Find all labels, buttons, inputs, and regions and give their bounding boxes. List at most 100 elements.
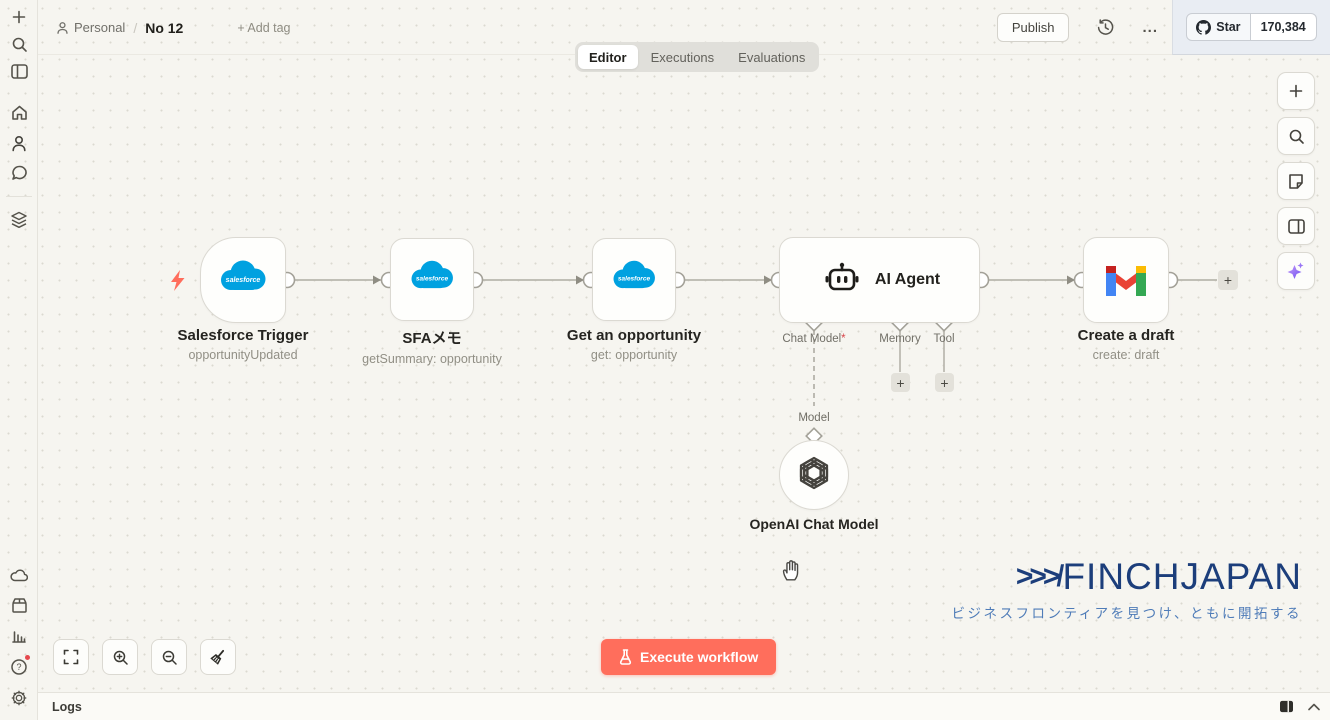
model-port-label: Model	[798, 412, 830, 424]
gmail-icon	[1102, 259, 1150, 302]
help-icon[interactable]: ?	[7, 655, 31, 679]
tab-executions[interactable]: Executions	[650, 49, 715, 65]
notification-dot	[25, 655, 30, 660]
layers-icon[interactable]	[7, 208, 31, 232]
star-count: 170,384	[1250, 13, 1317, 41]
chevron-up-icon[interactable]	[1308, 703, 1320, 711]
node-openai-chat-model[interactable]	[779, 440, 849, 510]
search-nodes-button[interactable]	[1277, 117, 1315, 155]
node-title: Get an opportunity	[566, 327, 702, 344]
add-node-button[interactable]	[1277, 72, 1315, 110]
chat-icon[interactable]	[7, 161, 31, 185]
node-ai-agent[interactable]: AI Agent	[779, 237, 980, 323]
panel-left-icon[interactable]	[7, 59, 31, 83]
node-title: Create a draft	[1077, 327, 1175, 344]
tidy-up-icon	[210, 649, 225, 665]
node-get-opportunity[interactable]: salesforce	[592, 238, 676, 321]
workflow-title[interactable]: No 12	[145, 19, 184, 36]
finchjapan-branding: >>≯ FINCHJAPAN ビジネスフロンティアを見つけ、ともに開拓する	[951, 556, 1302, 622]
node-subtitle: getSummary: opportunity	[362, 352, 502, 366]
trigger-bolt-icon	[170, 270, 186, 297]
workspace-crumb[interactable]: Personal	[56, 20, 125, 35]
robot-icon	[823, 262, 861, 299]
zoom-in-icon	[113, 650, 128, 665]
add-next-node-button[interactable]: +	[1218, 270, 1238, 290]
execute-workflow-label: Execute workflow	[640, 649, 759, 665]
zoom-out-icon	[162, 650, 177, 665]
tab-evaluations[interactable]: Evaluations	[738, 49, 806, 65]
salesforce-icon: salesforce	[214, 257, 272, 304]
node-sfa-memo[interactable]: salesforce	[390, 238, 474, 321]
add-tag-button[interactable]: + Add tag	[237, 20, 291, 35]
brand-name: FINCHJAPAN	[1062, 556, 1302, 597]
zoom-in-button[interactable]	[102, 639, 138, 675]
svg-text:?: ?	[16, 662, 21, 672]
sidebar-divider	[6, 196, 32, 197]
node-subtitle: get: opportunity	[590, 348, 678, 362]
more-options-icon[interactable]: ...	[1142, 19, 1158, 36]
insights-icon[interactable]	[7, 624, 31, 648]
fit-view-icon	[63, 649, 79, 665]
brand-arrows: >>≯	[1015, 560, 1061, 593]
node-create-draft[interactable]	[1083, 237, 1169, 323]
svg-text:salesforce: salesforce	[618, 276, 651, 283]
svg-text:salesforce: salesforce	[416, 276, 449, 283]
add-memory-button[interactable]: +	[891, 373, 910, 392]
panel-right-button[interactable]	[1277, 207, 1315, 245]
gear-icon[interactable]	[7, 686, 31, 710]
breadcrumb-separator: /	[133, 19, 138, 36]
ai-assistant-button[interactable]	[1277, 252, 1315, 290]
node-title: Salesforce Trigger	[177, 327, 309, 344]
flask-icon	[619, 649, 632, 665]
user-icon	[57, 21, 68, 34]
logs-label: Logs	[52, 699, 82, 714]
plus-icon[interactable]	[7, 5, 31, 29]
logs-bar[interactable]: Logs	[38, 692, 1330, 720]
agent-port-memory: Memory	[879, 333, 921, 345]
openai-icon	[793, 452, 835, 499]
package-icon[interactable]	[7, 593, 31, 617]
required-marker: *	[841, 333, 846, 345]
view-tabs: Editor Executions Evaluations	[575, 42, 820, 72]
user-icon[interactable]	[7, 131, 31, 155]
execute-workflow-button[interactable]: Execute workflow	[601, 639, 777, 675]
node-caption: SFAメモ getSummary: opportunity	[362, 327, 502, 366]
workspace-label: Personal	[74, 20, 126, 35]
header-actions: Publish ...	[996, 0, 1158, 55]
breadcrumb: Personal / No 12 + Add tag	[56, 0, 291, 55]
node-subtitle: opportunityUpdated	[188, 348, 298, 362]
ai-sparkle-icon	[1287, 262, 1304, 279]
add-tool-button[interactable]: +	[935, 373, 954, 392]
tidy-up-button[interactable]	[200, 639, 236, 675]
tab-editor[interactable]: Editor	[578, 45, 638, 69]
zoom-out-button[interactable]	[151, 639, 187, 675]
node-salesforce-trigger[interactable]: salesforce	[200, 237, 286, 323]
node-caption: Get an opportunity get: opportunity	[567, 327, 701, 362]
salesforce-icon: salesforce	[405, 257, 459, 302]
home-icon[interactable]	[7, 101, 31, 125]
github-star-widget[interactable]: Star 170,384	[1186, 13, 1317, 41]
editor-header: Personal / No 12 + Add tag Publish ...	[38, 0, 1172, 55]
salesforce-icon: salesforce	[607, 257, 661, 302]
svg-text:salesforce: salesforce	[226, 277, 261, 284]
search-icon	[1289, 129, 1304, 144]
panel-right-icon	[1287, 218, 1305, 234]
cloud-icon[interactable]	[7, 563, 31, 587]
node-caption: Salesforce Trigger opportunityUpdated	[178, 327, 309, 362]
history-icon[interactable]	[1097, 19, 1114, 36]
node-title: SFAメモ	[402, 330, 462, 347]
search-icon[interactable]	[7, 32, 31, 56]
node-subtitle: create: draft	[1092, 348, 1160, 362]
fit-view-button[interactable]	[53, 639, 89, 675]
node-caption: OpenAI Chat Model	[749, 516, 878, 532]
right-toolbar	[1277, 72, 1315, 290]
publish-button[interactable]: Publish	[996, 13, 1070, 42]
open-panel-icon[interactable]	[1279, 700, 1294, 713]
agent-port-chat-model: Chat Model*	[782, 333, 846, 345]
canvas-controls	[53, 639, 236, 675]
sticky-note-button[interactable]	[1277, 162, 1315, 200]
brand-tagline: ビジネスフロンティアを見つけ、ともに開拓する	[951, 606, 1302, 621]
plus-icon	[1289, 84, 1303, 98]
